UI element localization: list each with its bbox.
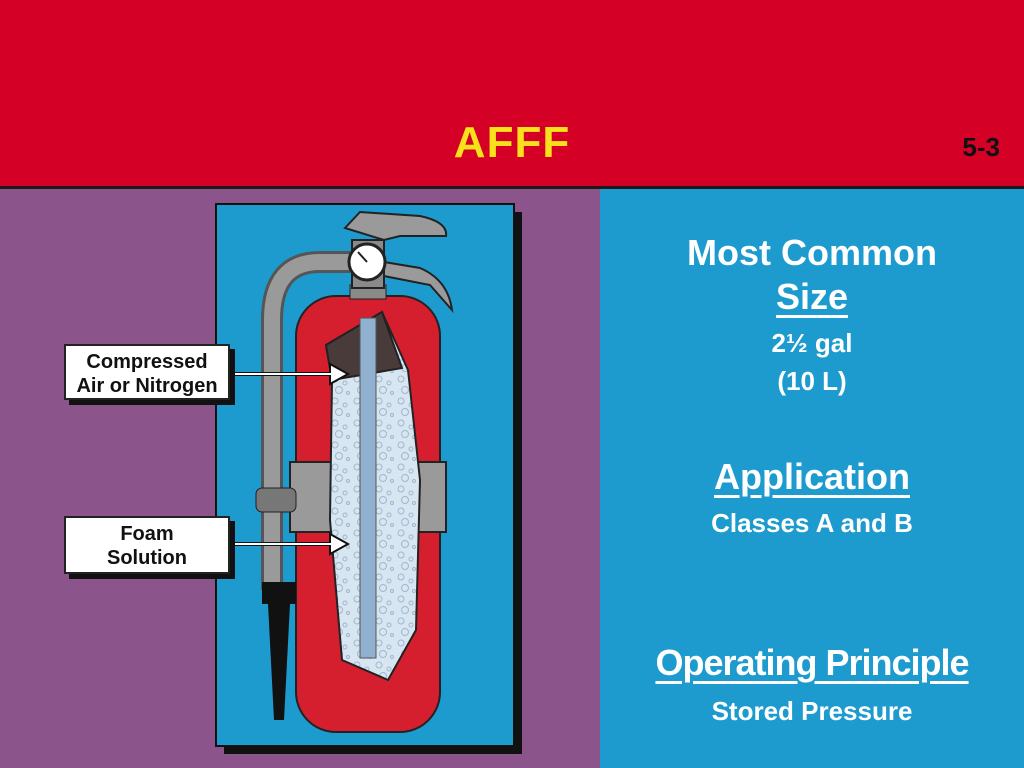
siphon-tube xyxy=(359,317,377,659)
size-heading-line2: Size xyxy=(775,276,849,317)
callout-foam-solution-line2: Solution xyxy=(107,547,187,569)
info-panel xyxy=(600,189,1024,768)
application-value: Classes A and B xyxy=(711,508,913,538)
application-heading: Application xyxy=(714,456,910,497)
size-value-line2: (10 L) xyxy=(777,366,847,396)
carry-handle xyxy=(383,260,454,314)
principle-heading-wrap: Operating Principle xyxy=(600,642,1024,684)
slide-number: 5-3 xyxy=(962,132,1000,162)
size-heading-line2-wrap: Size xyxy=(600,276,1024,318)
callout-compressed-air-line1: Compressed xyxy=(86,351,208,373)
header-bar xyxy=(0,0,1024,186)
hose-clip xyxy=(255,487,297,513)
callout-foam-solution-line1: Foam xyxy=(120,523,174,545)
handle-lever xyxy=(343,210,448,242)
principle-heading: Operating Principle xyxy=(655,642,969,683)
callout-compressed-air-line2: Air or Nitrogen xyxy=(76,375,218,397)
header-divider xyxy=(0,186,1024,189)
size-heading-line1: Most Common xyxy=(687,232,937,273)
principle-value: Stored Pressure xyxy=(711,696,913,726)
hose xyxy=(264,254,350,590)
callout-foam-solution: Foam Solution xyxy=(64,516,230,574)
application-heading-wrap: Application xyxy=(600,456,1024,498)
nozzle xyxy=(268,604,290,720)
nozzle-coupling xyxy=(262,582,296,604)
size-value-line1: 2½ gal xyxy=(771,328,853,358)
slide-title: AFFF xyxy=(453,118,571,167)
callout-compressed-air: Compressed Air or Nitrogen xyxy=(64,344,230,400)
